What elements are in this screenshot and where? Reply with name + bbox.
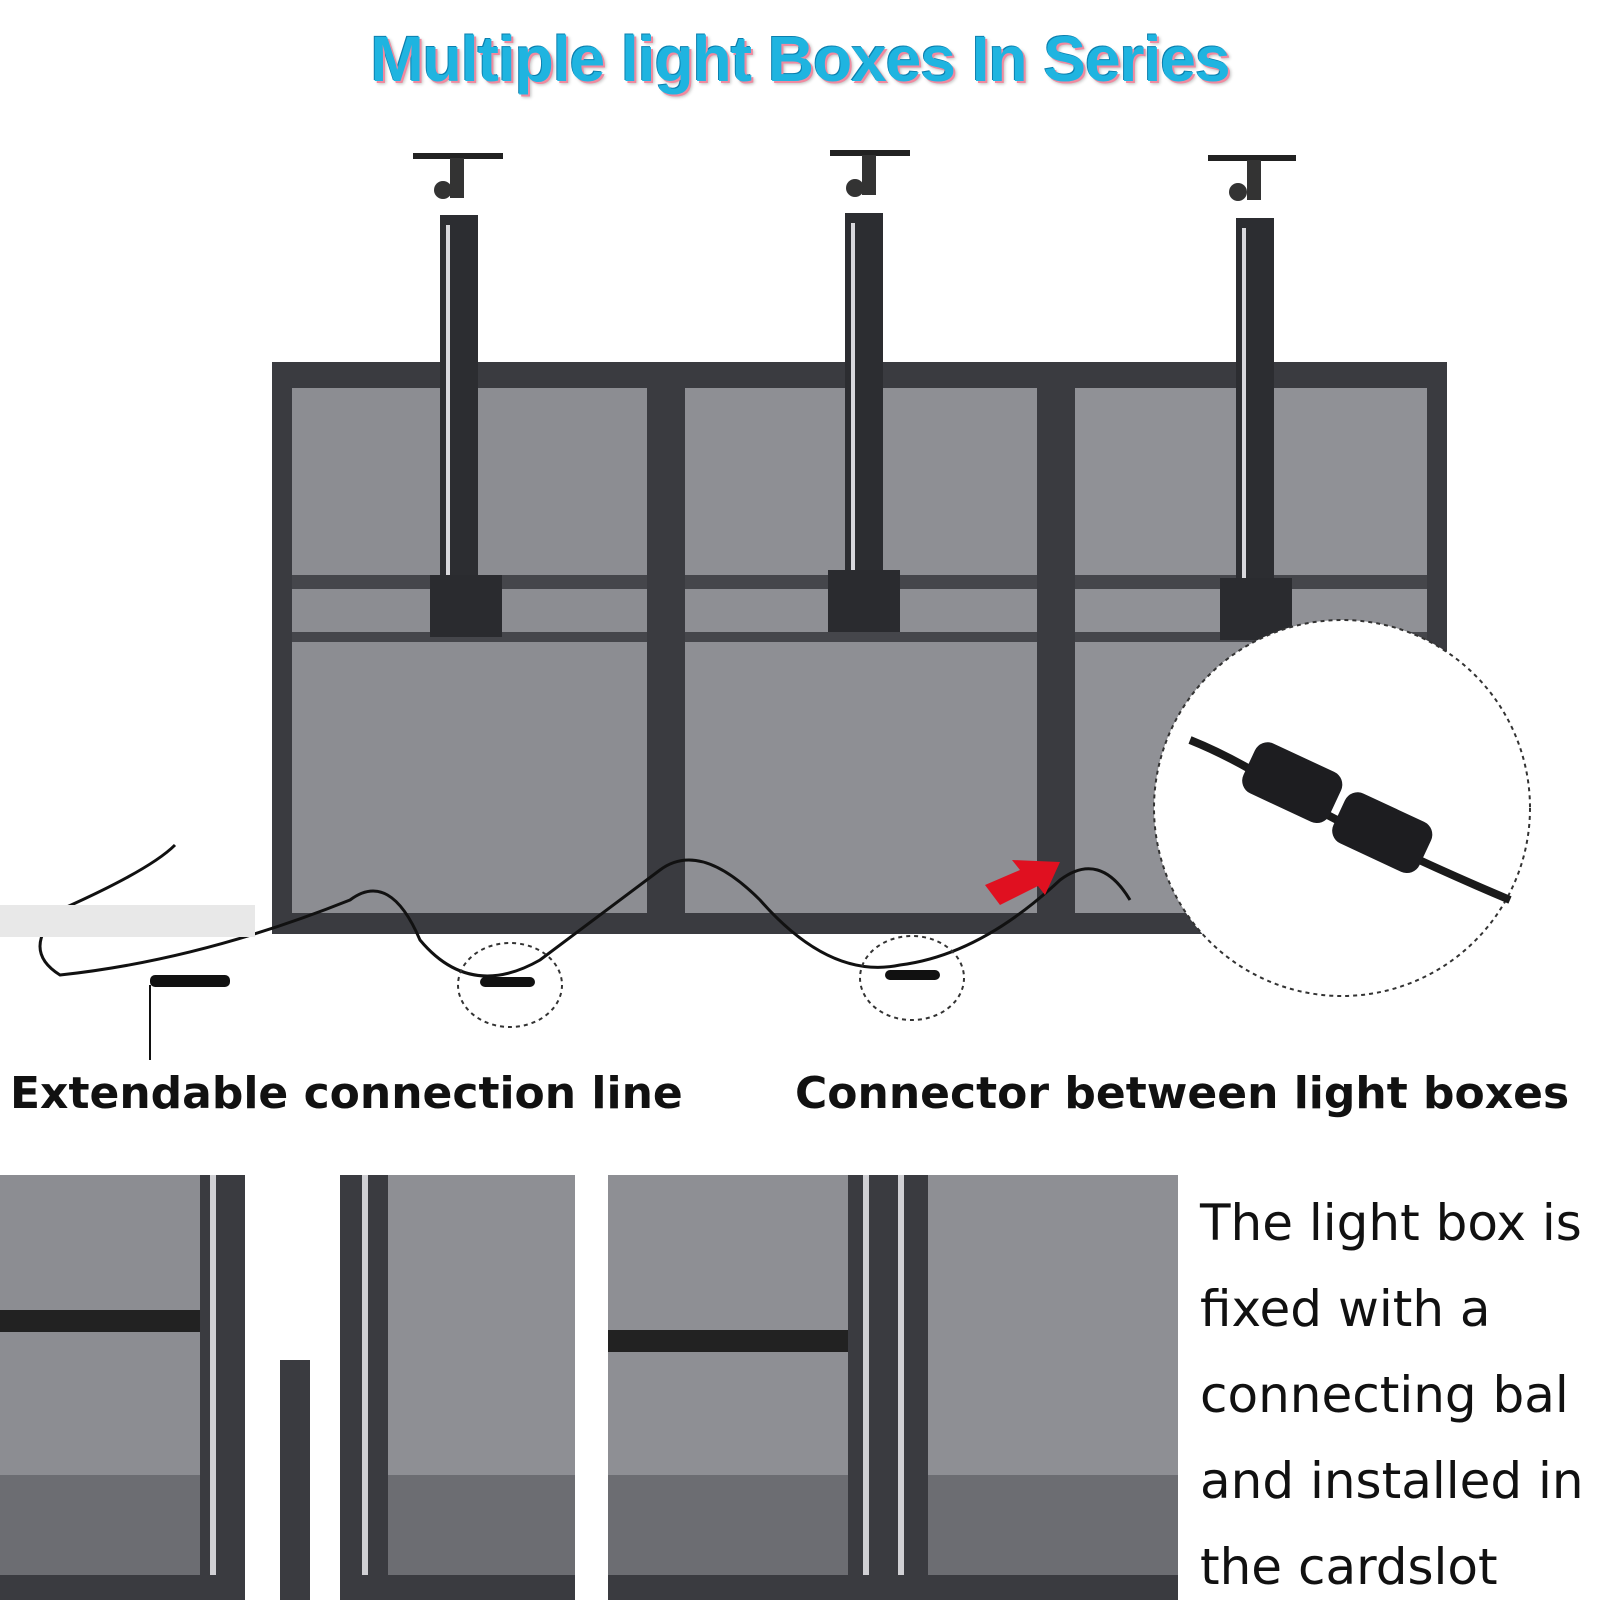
detail-photo-joined-frames xyxy=(608,1175,1178,1600)
detail-photo-slot-bar xyxy=(280,1360,310,1600)
red-arrow-icon xyxy=(985,860,1060,905)
caption-extendable-line: Extendable connection line xyxy=(10,1068,683,1119)
description-line: fixed with a xyxy=(1200,1280,1491,1338)
description-line: The light box is xyxy=(1200,1194,1582,1252)
connector-circle-left xyxy=(457,942,563,1028)
description-line: connecting bal xyxy=(1200,1366,1569,1424)
description-line: the cardslot xyxy=(1200,1538,1498,1596)
hanging-rod-middle xyxy=(828,150,910,632)
description-line: and installed in xyxy=(1200,1452,1584,1510)
connector-circle-middle xyxy=(859,935,965,1021)
installation-description: The light box is fixed with a connecting… xyxy=(1200,1180,1600,1610)
caption-connector: Connector between light boxes xyxy=(795,1068,1570,1119)
power-strip xyxy=(0,905,255,937)
detail-photo-frame-edge xyxy=(340,1175,575,1600)
cable xyxy=(38,843,1132,978)
light-boxes-illustration xyxy=(0,150,1531,1060)
hanging-rod-left xyxy=(413,153,503,637)
detail-photo-frame-corner xyxy=(0,1175,245,1600)
light-box-middle xyxy=(667,362,1057,934)
hanging-rod-right xyxy=(1208,155,1296,640)
connector-zoom-circle xyxy=(1153,619,1531,997)
page-title: Multiple light Boxes In Series xyxy=(370,23,1230,95)
inline-connector xyxy=(150,975,230,987)
